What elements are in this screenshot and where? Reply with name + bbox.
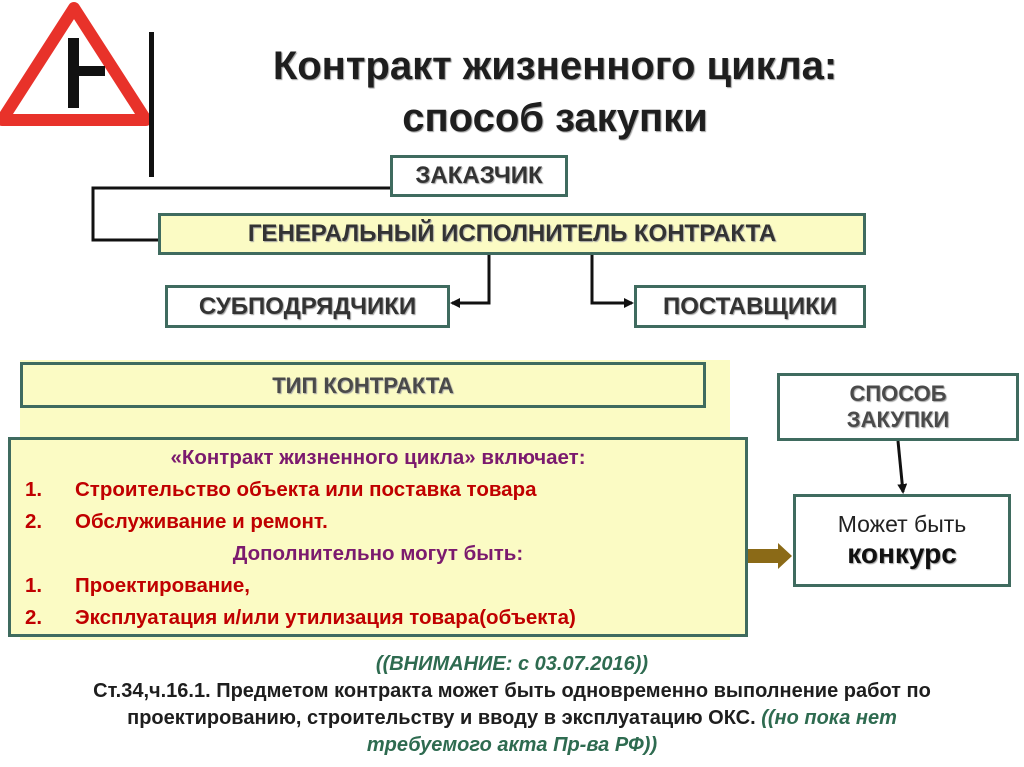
general-to-subcontractors-arrow [450,255,491,308]
list-item: 1.Строительство объекта или поставка тов… [25,478,537,501]
vertical-divider [149,32,154,177]
page-title: Контракт жизненного цикла: способ закупк… [170,40,940,144]
general-contractor-box: ГЕНЕРАЛЬНЫЙ ИСПОЛНИТЕЛЬ КОНТРАКТА [158,213,866,255]
procurement-label-line-2: ЗАКУПКИ [846,407,950,432]
general-to-suppliers-arrow [590,255,634,308]
contract-type-box: ТИП КОНТРАКТА [20,362,706,408]
title-line-2: способ закупки [402,96,708,140]
procurement-label-line-1: СПОСОБ [849,381,947,406]
warning-triangle-junction-icon [0,2,150,126]
list-item: 2.Обслуживание и ремонт. [25,510,328,533]
customer-to-general-connector [91,186,390,242]
method-to-result-arrow [896,440,908,494]
thick-arrow-right-icon [748,543,792,569]
attention-note: ((ВНИМАНИЕ: с 03.07.2016)) [375,653,649,675]
procurement-method-box: СПОСОБ ЗАКУПКИ [777,373,1019,441]
subcontractors-box: СУБПОДРЯДЧИКИ [165,285,450,328]
note-line-3: требуемого акта Пр-ва РФ)) [366,734,658,756]
includes-heading: «Контракт жизненного цикла» включает: [170,446,586,469]
contract-contents-box: «Контракт жизненного цикла» включает: 1.… [8,437,748,637]
note-line-1: Ст.34,ч.16.1. Предметом контракта может … [93,680,931,702]
customer-box: ЗАКАЗЧИК [390,155,568,197]
list-item: 1.Проектирование, [25,574,250,597]
note-line-2: проектированию, строительству и вводу в … [127,707,897,729]
result-line-2: конкурс [847,538,957,569]
list-item: 2.Эксплуатация и/или утилизация товара(о… [25,606,576,629]
optional-heading: Дополнительно могут быть: [232,542,524,565]
procurement-result-box: Может быть конкурс [793,494,1011,587]
suppliers-box: ПОСТАВЩИКИ [634,285,866,328]
title-line-1: Контракт жизненного цикла: [272,44,838,88]
result-line-1: Может быть [837,511,967,537]
